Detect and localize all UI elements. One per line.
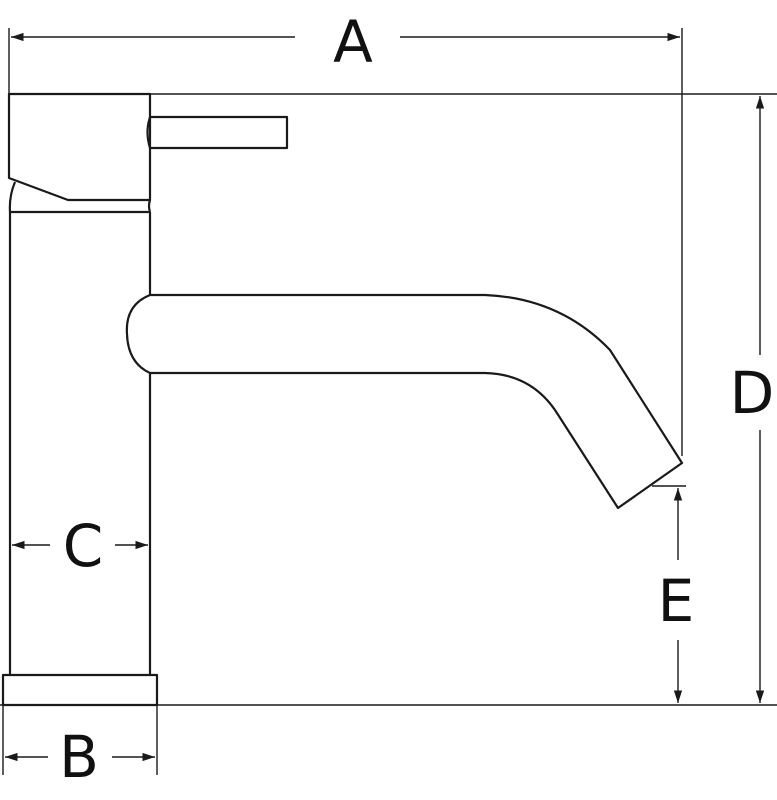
tap-head — [7, 92, 152, 214]
spout — [125, 293, 684, 510]
label-e: E — [658, 567, 695, 635]
dimension-d: D — [730, 96, 775, 703]
label-b: B — [59, 723, 99, 791]
dimension-b: B — [2, 705, 158, 791]
dimension-a: A — [8, 8, 683, 456]
label-c: C — [63, 512, 104, 580]
label-a: A — [333, 8, 373, 76]
tap-body — [1, 212, 159, 707]
dimension-e: E — [652, 485, 695, 703]
lever-handle — [146, 115, 289, 150]
dimension-c: C — [12, 512, 148, 580]
tap-base — [1, 673, 159, 707]
label-d: D — [730, 359, 775, 427]
